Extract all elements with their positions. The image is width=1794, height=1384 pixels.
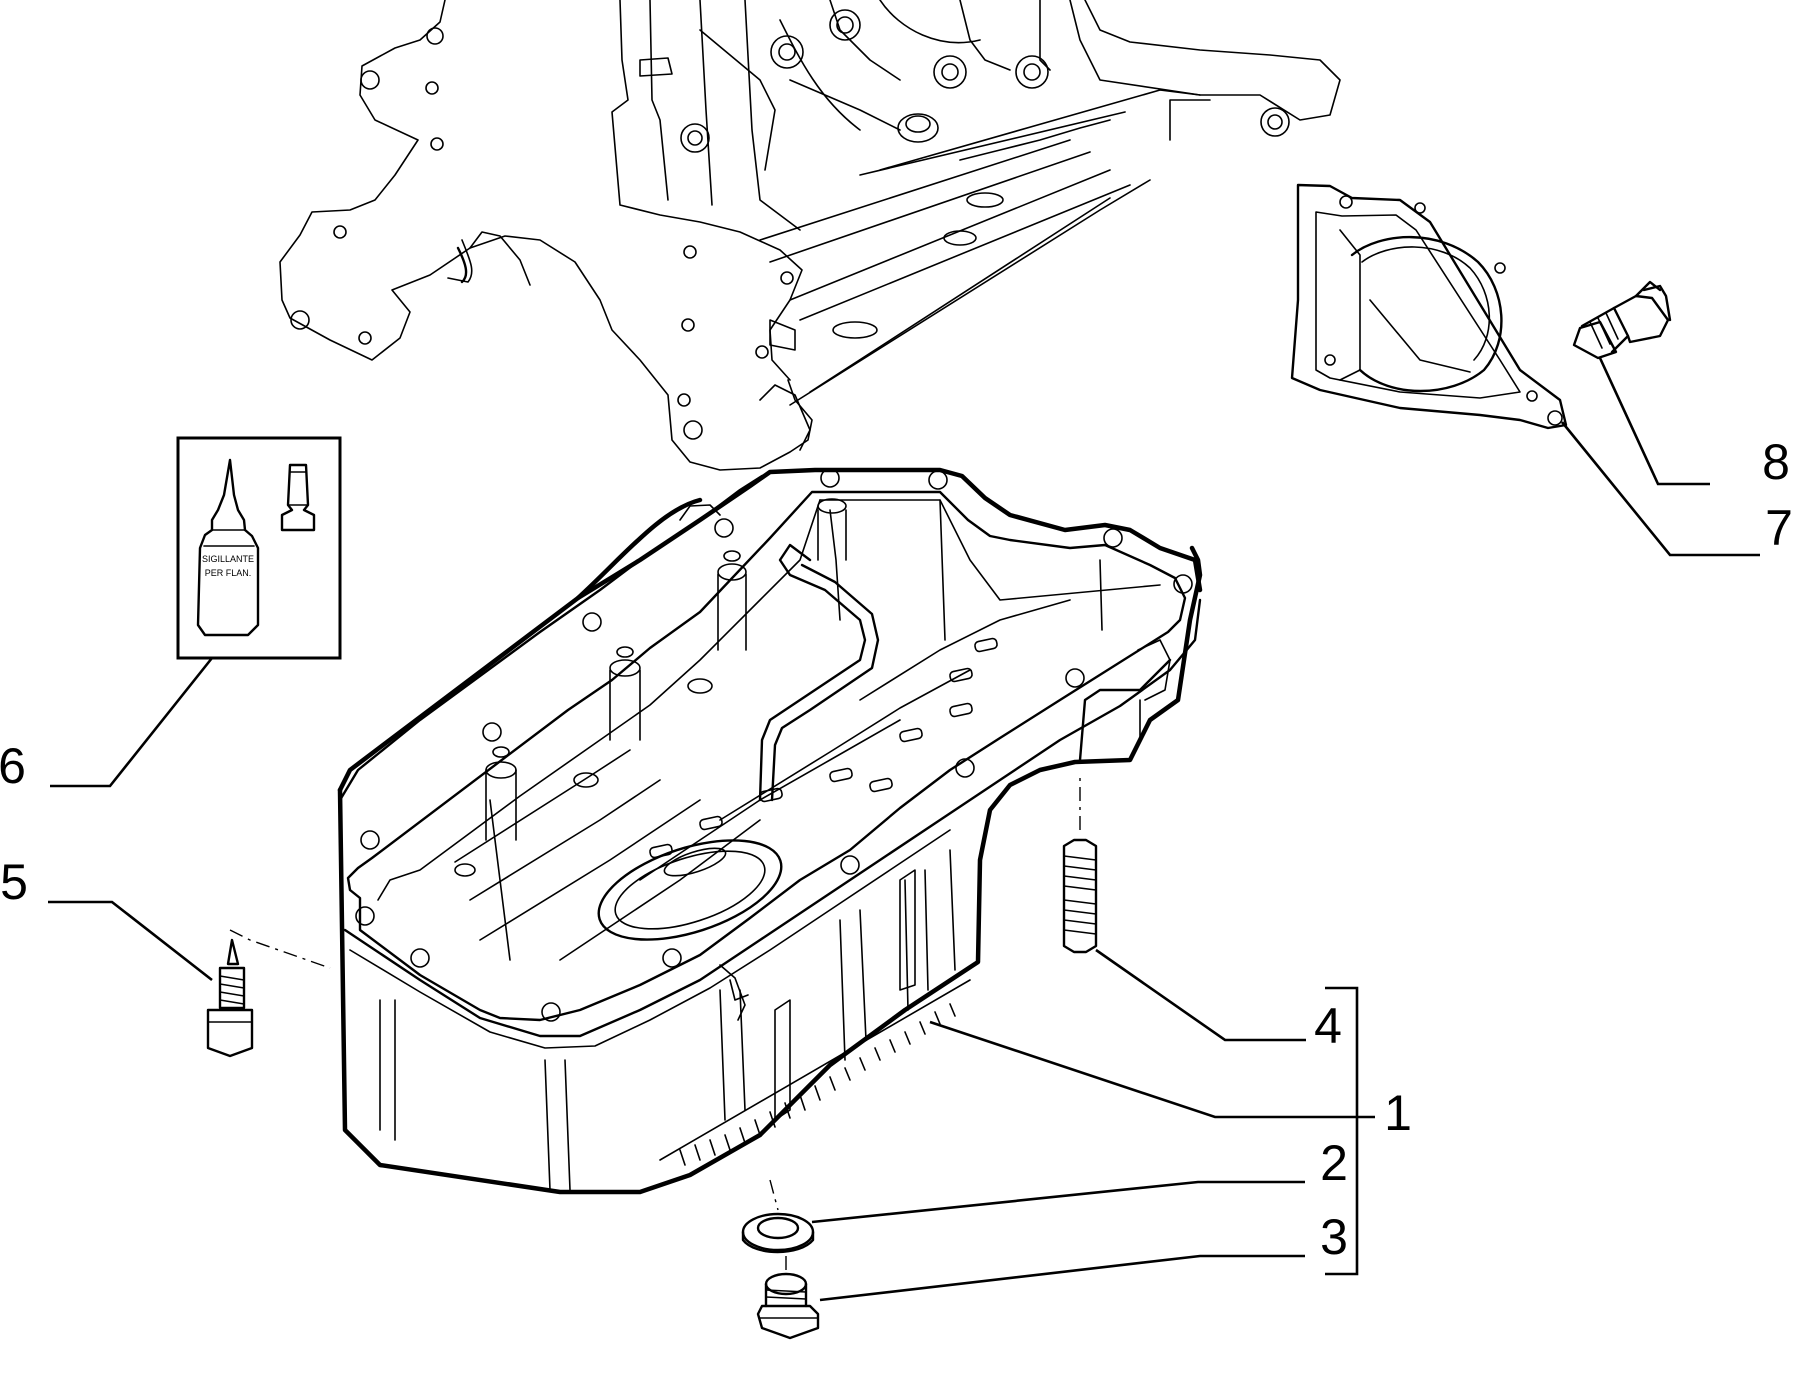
bolt-part-5 <box>206 929 331 1058</box>
rear-seal-plate-part-7 <box>1290 183 1568 430</box>
leader-lines <box>48 357 1760 1302</box>
callout-3: 3 <box>1320 1209 1348 1265</box>
pan-bottom-fins <box>659 979 971 1166</box>
pan-internal-bosses <box>454 498 847 877</box>
sealant-label-line-1: SIGILLANTE <box>202 554 254 564</box>
seal-washer-part-2 <box>741 1179 815 1254</box>
callout-2: 2 <box>1320 1135 1348 1191</box>
callout-5: 5 <box>0 854 28 910</box>
callout-4: 4 <box>1314 998 1342 1054</box>
engine-block <box>279 0 1341 471</box>
callout-numbers: 1 2 3 4 5 6 7 8 <box>0 434 1793 1265</box>
callout-1: 1 <box>1384 1085 1412 1141</box>
stud-part-4 <box>1062 778 1098 954</box>
bolt-part-8 <box>1572 280 1672 360</box>
flange-bolt-holes <box>355 468 1193 1022</box>
sealant-label-line-2: PER FLAN. <box>205 568 252 578</box>
sealant-kit-box: SIGILLANTE PER FLAN. <box>176 436 342 660</box>
callout-8: 8 <box>1762 434 1790 490</box>
pan-side-ribs <box>379 849 956 1191</box>
pan-slots <box>649 637 998 859</box>
callout-7: 7 <box>1765 500 1793 556</box>
drain-plug-part-3 <box>756 1256 820 1340</box>
callout-6: 6 <box>0 738 26 794</box>
oil-pan <box>337 467 1203 1195</box>
